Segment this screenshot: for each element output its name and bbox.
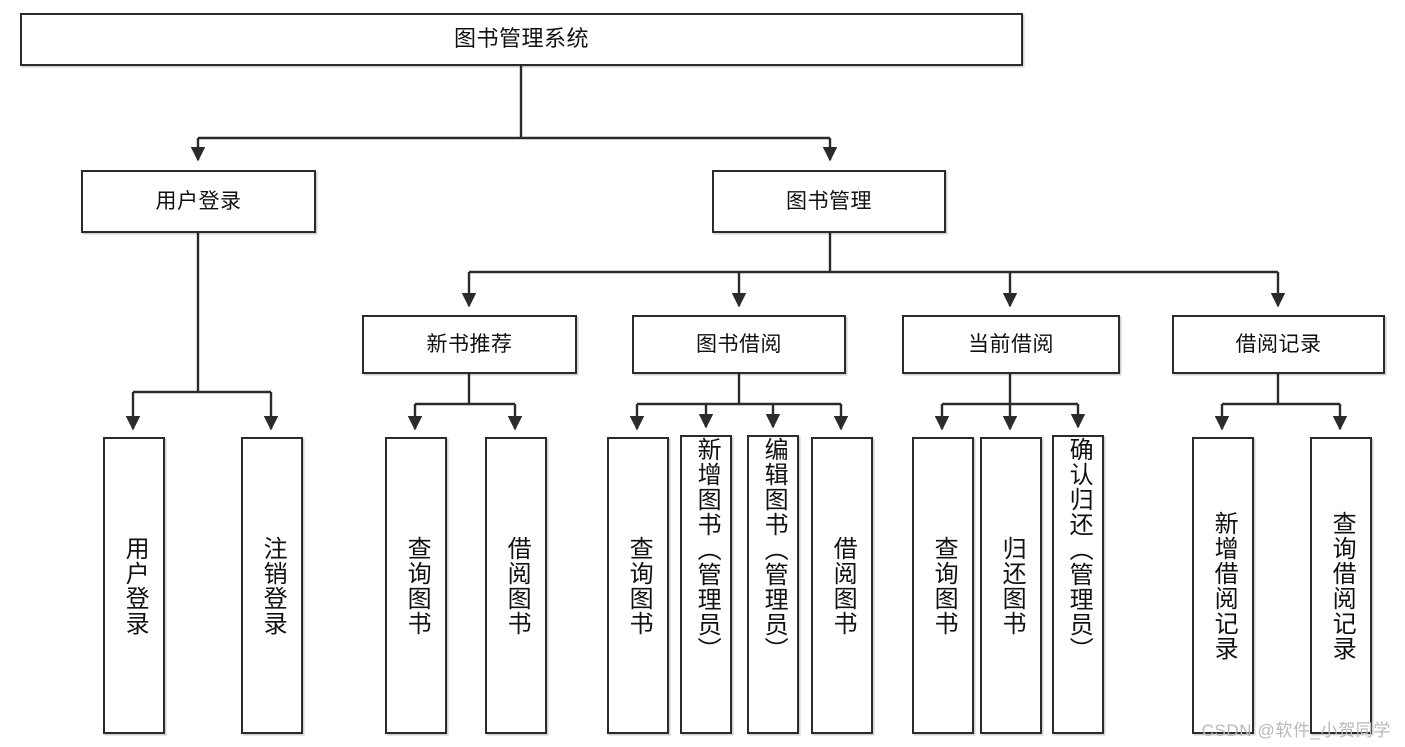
node-book-borrow[interactable]: 图书借阅	[632, 315, 846, 374]
node-new-book-recommend[interactable]: 新书推荐	[362, 315, 577, 374]
leaf-query-book-current[interactable]: 查询图书	[912, 437, 974, 734]
leaf-user-login[interactable]: 用户登录	[103, 437, 165, 734]
node-current-borrow[interactable]: 当前借阅	[902, 315, 1120, 374]
node-label: 查询图书	[625, 535, 653, 636]
node-label: 查询借阅记录	[1328, 510, 1356, 661]
node-user-login[interactable]: 用户登录	[81, 170, 316, 233]
leaf-add-borrow-record[interactable]: 新增借阅记录	[1192, 437, 1254, 734]
node-label: 用户登录	[121, 535, 149, 636]
leaf-confirm-return-admin[interactable]: 确认归还（管理员）	[1052, 435, 1104, 734]
node-label: 借阅图书	[503, 535, 531, 636]
leaf-add-book-admin[interactable]: 新增图书（管理员）	[680, 435, 732, 734]
leaf-query-book-borrow[interactable]: 查询图书	[607, 437, 669, 734]
node-label: 当前借阅	[968, 332, 1054, 356]
node-book-management[interactable]: 图书管理	[712, 170, 946, 233]
node-label: 借阅记录	[1235, 332, 1322, 356]
leaf-query-book-recommend[interactable]: 查询图书	[385, 437, 447, 734]
leaf-query-borrow-record[interactable]: 查询借阅记录	[1310, 437, 1372, 734]
leaf-edit-book-admin[interactable]: 编辑图书（管理员）	[747, 435, 799, 734]
leaf-return-book[interactable]: 归还图书	[980, 437, 1042, 734]
node-label: 查询图书	[403, 535, 431, 636]
leaf-logout[interactable]: 注销登录	[241, 437, 303, 734]
node-label: 新增图书（管理员）	[693, 437, 721, 662]
node-label: 编辑图书（管理员）	[760, 437, 788, 662]
node-label: 确认归还（管理员）	[1065, 437, 1093, 662]
node-label: 查询图书	[930, 535, 958, 636]
watermark-text: CSDN @软件_小贺同学	[1201, 721, 1391, 740]
leaf-borrow-book[interactable]: 借阅图书	[811, 437, 873, 734]
node-label: 注销登录	[259, 535, 287, 636]
node-label: 新书推荐	[426, 332, 513, 356]
leaf-borrow-book-recommend[interactable]: 借阅图书	[485, 437, 547, 734]
node-label: 图书管理	[786, 189, 872, 213]
node-label: 图书借阅	[696, 332, 782, 356]
node-label: 归还图书	[998, 535, 1026, 636]
node-label: 新增借阅记录	[1210, 510, 1238, 661]
node-label: 用户登录	[155, 189, 242, 213]
node-borrow-records[interactable]: 借阅记录	[1172, 315, 1385, 374]
node-root-system[interactable]: 图书管理系统	[20, 13, 1023, 66]
node-label: 借阅图书	[829, 535, 857, 636]
node-label: 图书管理系统	[453, 26, 589, 52]
